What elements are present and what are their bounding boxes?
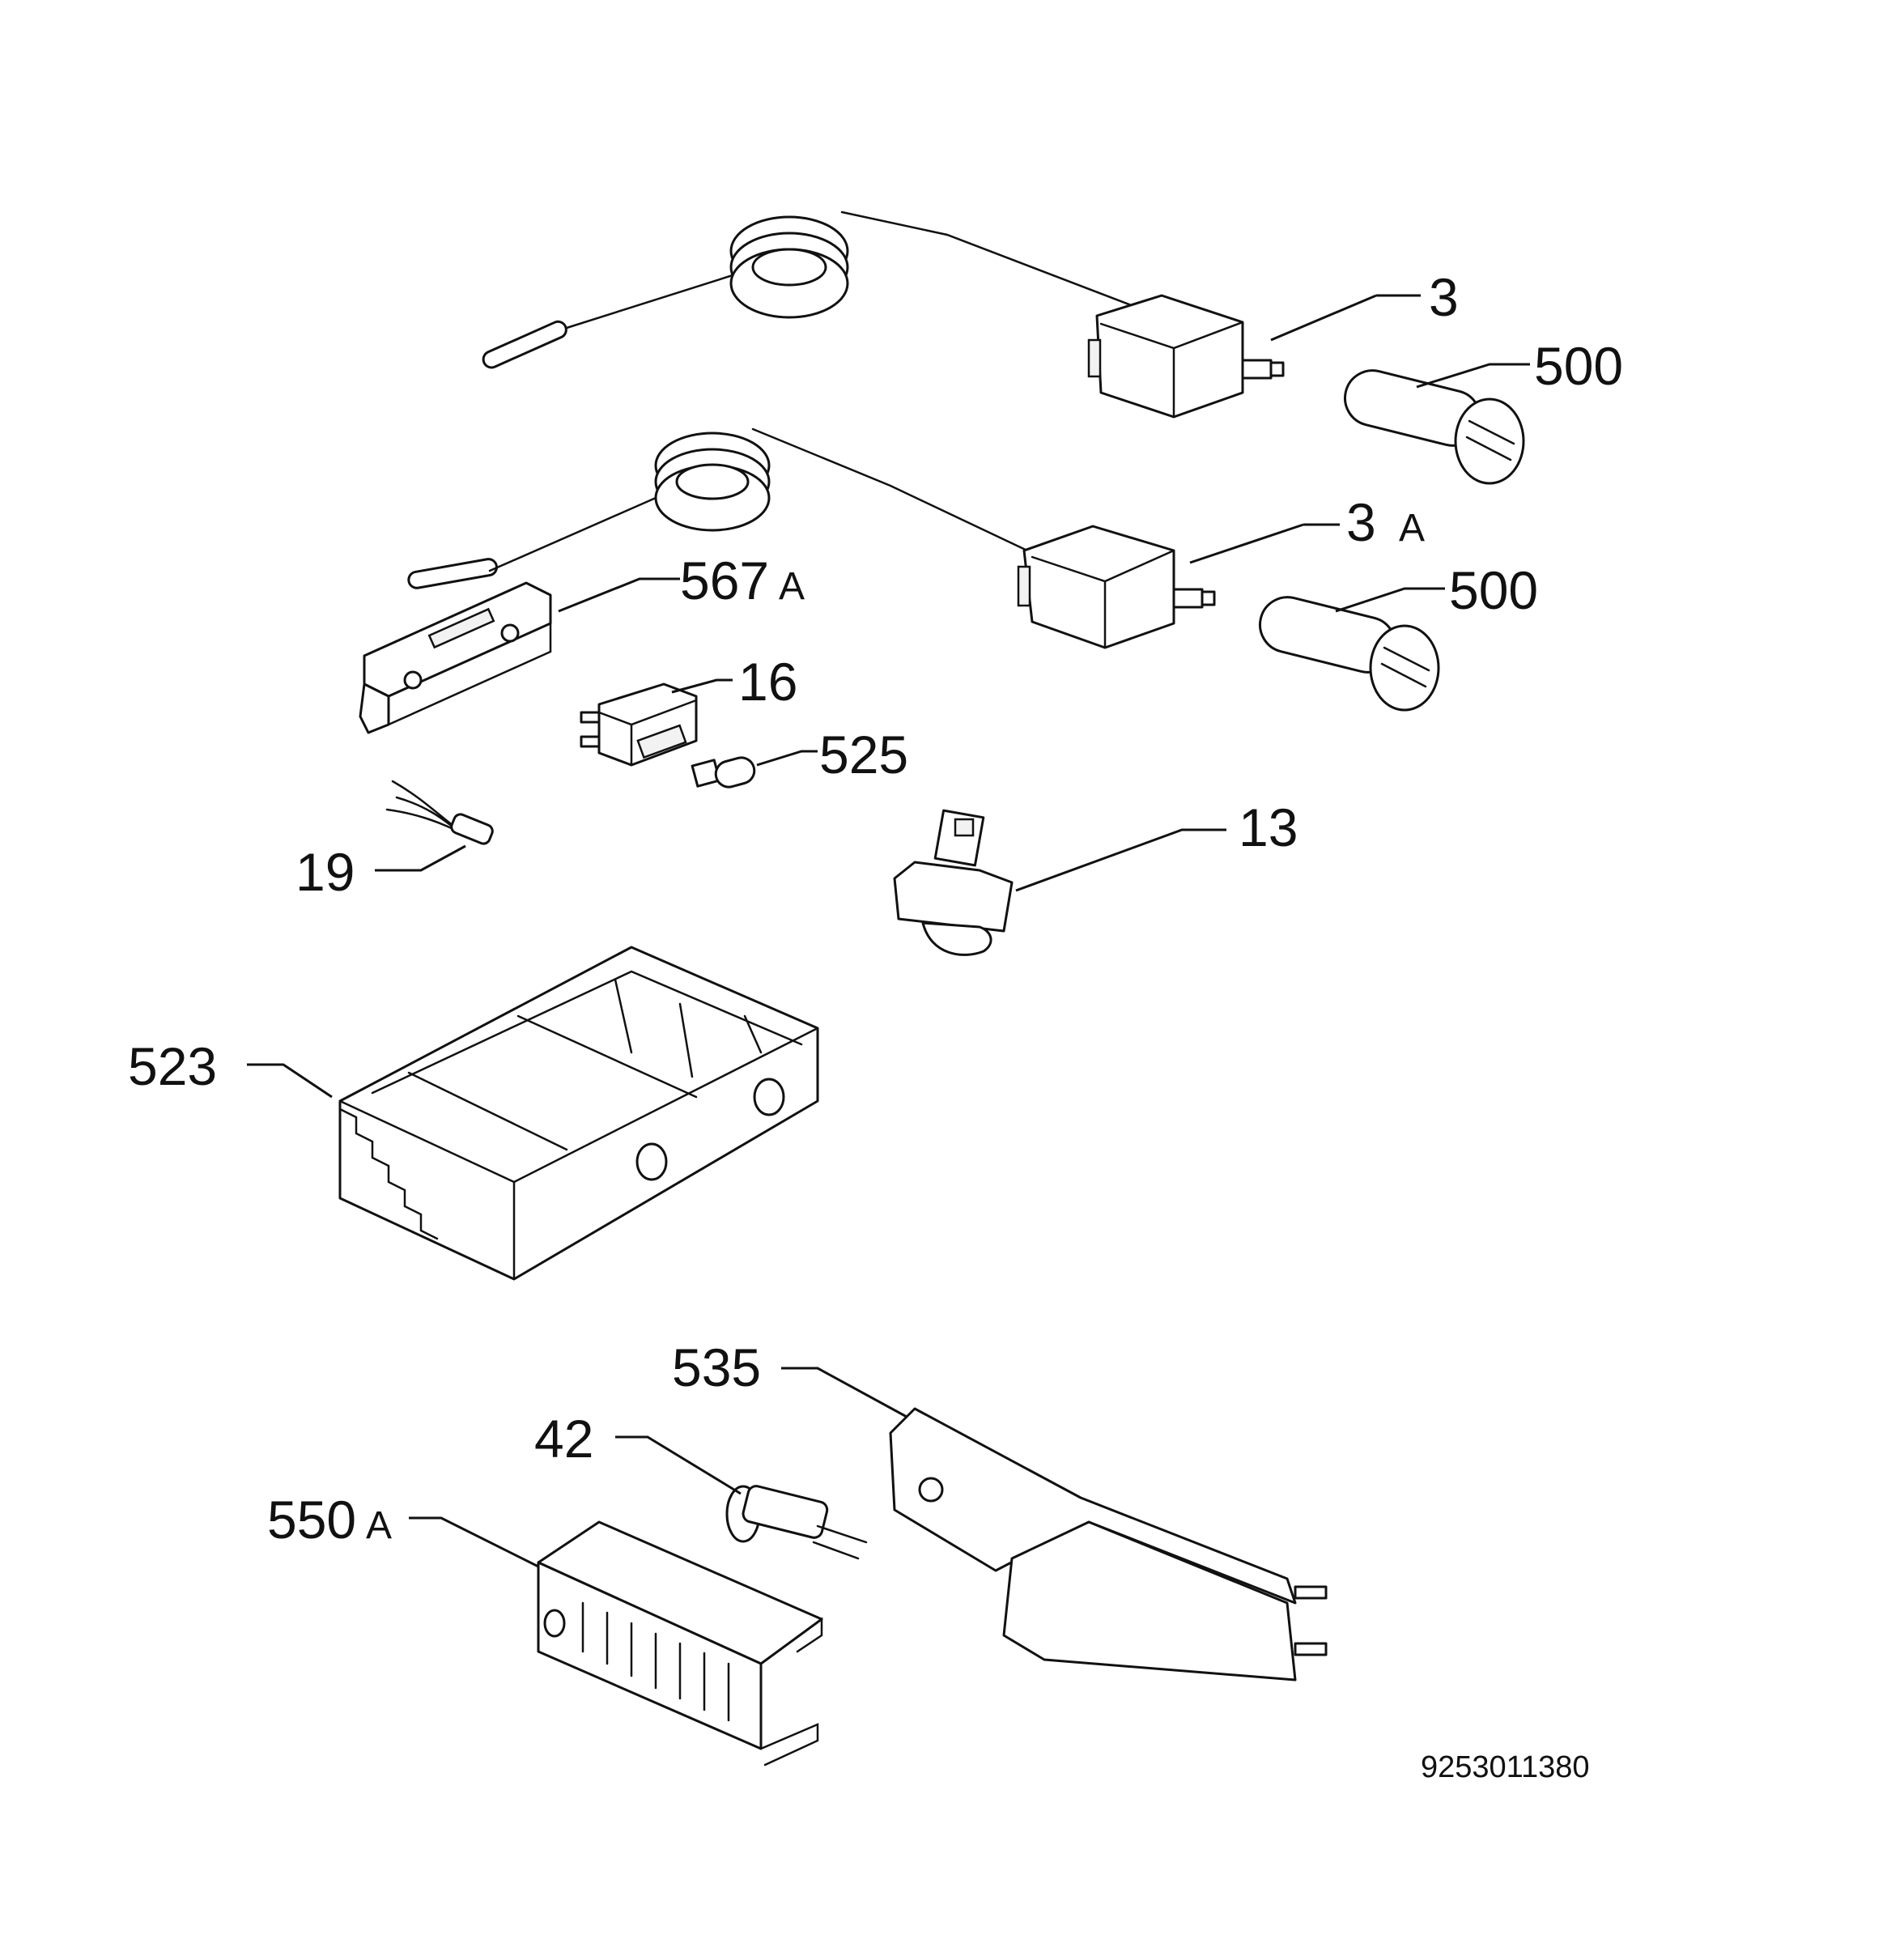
label-42: 42 [534,1409,593,1469]
leader-523 [247,1063,333,1099]
label-3a-suffix: A [1399,507,1425,550]
lamp-socket-42 [725,1485,868,1560]
lamp-housing-535 [889,1407,1328,1682]
leader-19 [375,844,466,872]
bracket-567a [359,581,552,734]
label-500-lower: 500 [1449,560,1538,620]
label-16: 16 [738,652,797,712]
label-13: 13 [1239,797,1298,857]
label-3: 3 [1429,267,1459,327]
leader-13 [1015,828,1226,892]
knob-500-lower [1259,596,1440,712]
leader-567a [558,577,680,613]
sensor-19 [385,780,494,845]
label-567a-suffix: A [779,565,805,608]
thermostat-3a [407,427,1216,649]
leader-500-upper [1416,363,1530,389]
leader-535 [781,1367,907,1418]
leader-550a [409,1516,539,1568]
label-3a: 3 [1346,492,1376,552]
leader-3 [1270,294,1377,342]
document-number: 9253011380 [1421,1750,1590,1784]
tray-523 [338,946,819,1281]
label-567a: 567 [680,551,769,610]
leader-42 [615,1435,742,1495]
door-switch-13 [893,809,1014,956]
lamp-cover-550a [537,1520,823,1767]
label-523: 523 [128,1036,217,1096]
thermostat-3 [482,210,1285,419]
label-500-upper: 500 [1534,336,1623,396]
leader-16 [671,678,733,694]
leader-525 [756,750,818,767]
switch-16 [580,682,698,767]
label-550a-suffix: A [366,1504,392,1547]
label-535: 535 [672,1337,761,1397]
knob-500-upper [1344,369,1525,485]
label-19: 19 [295,842,355,902]
leader-3a [1189,523,1304,564]
leader-500-lower [1335,587,1445,613]
label-550a: 550 [267,1490,356,1550]
label-525: 525 [819,725,908,784]
lamp-525 [691,756,756,789]
